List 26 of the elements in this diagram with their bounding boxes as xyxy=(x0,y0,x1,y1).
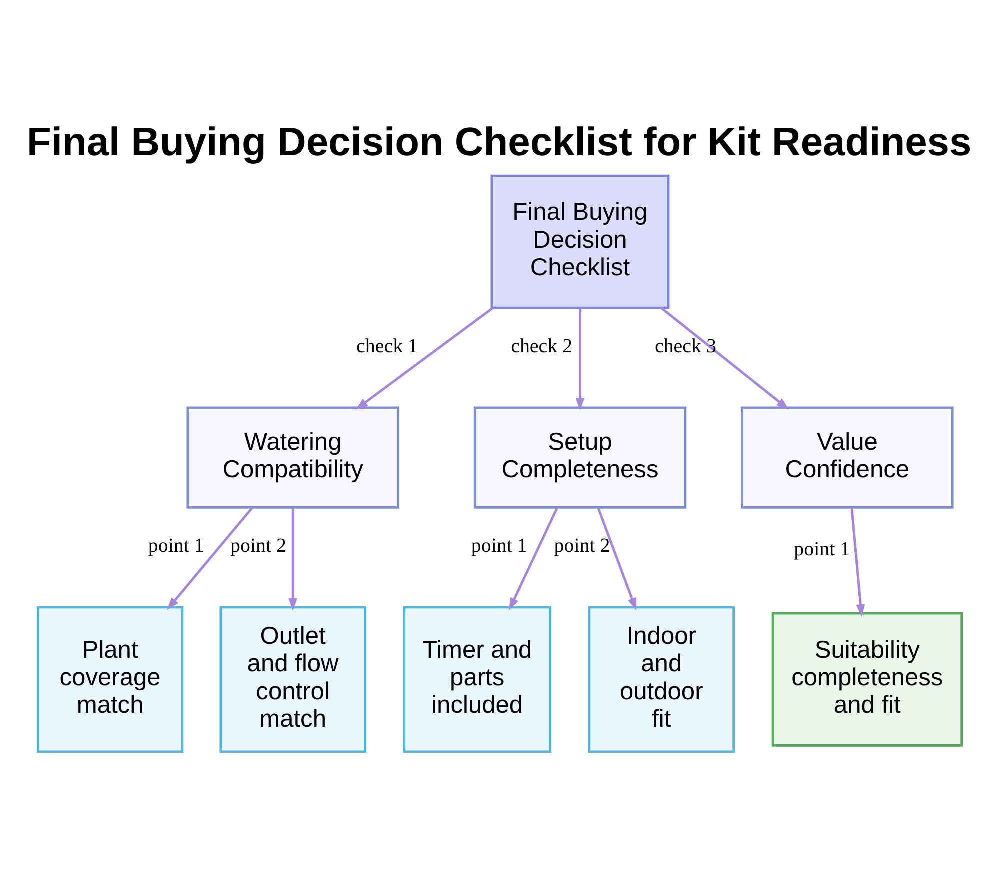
node-box: Value Confidence xyxy=(741,406,954,509)
edge-label: check 1 xyxy=(356,335,418,358)
diagram-title: Final Buying Decision Checklist for Kit Readiness xyxy=(27,120,972,165)
edge-label: point 2 xyxy=(554,535,610,558)
arrow xyxy=(288,508,298,611)
edge-label: point 1 xyxy=(148,535,204,558)
edge-label: point 1 xyxy=(794,538,850,560)
arrow xyxy=(850,508,866,618)
node-box: Watering Compatibility xyxy=(186,406,400,509)
arrow xyxy=(509,507,559,611)
node-box: Suitability completeness and fit xyxy=(772,612,964,747)
arrow xyxy=(576,308,585,411)
node-box: Indoor and outdoor fit xyxy=(588,606,735,753)
node-box: Plant coverage match xyxy=(36,606,184,753)
node-box: Outlet and flow control match xyxy=(220,606,366,753)
node-box: Final Buying Decision Checklist xyxy=(490,174,670,310)
arrow xyxy=(597,507,637,611)
edge-label: check 3 xyxy=(654,336,716,358)
node-box: Timer and parts included xyxy=(403,606,552,753)
edge-label: check 2 xyxy=(511,335,573,358)
arrow xyxy=(167,507,254,610)
arrow xyxy=(356,307,494,410)
node-box: Setup Completeness xyxy=(474,406,687,509)
arrow xyxy=(661,308,790,410)
edge-label: point 1 xyxy=(471,535,528,558)
edge-label: point 2 xyxy=(230,534,286,557)
